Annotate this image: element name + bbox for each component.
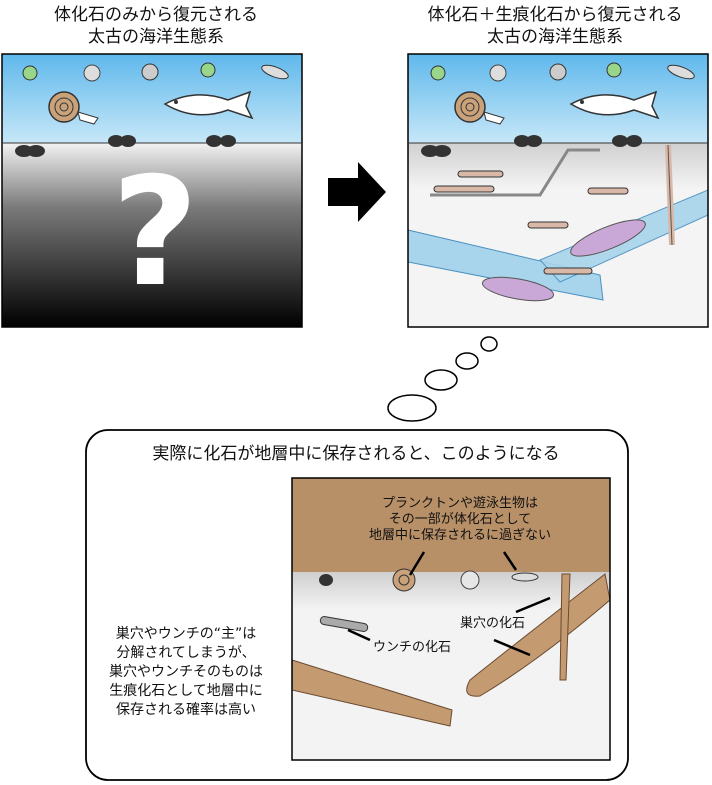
burrow-note-line: 巣穴やウンチそのものは — [109, 664, 263, 680]
plankton-note-line: プランクトンや遊泳生物は — [381, 496, 538, 511]
left-title: 体化石のみから復元される 太古の海洋生態系 — [0, 4, 312, 48]
left-title-line2: 太古の海洋生態系 — [88, 27, 224, 47]
right-title-line2: 太古の海洋生態系 — [487, 27, 623, 47]
right-title-line1: 体化石＋生痕化石から復元される — [427, 5, 683, 25]
ammonite-icon — [48, 91, 99, 125]
stratum-scene — [291, 477, 611, 761]
burrow-note-line: 分解されてしまうが、 — [116, 645, 256, 661]
plankton-icon — [430, 62, 695, 82]
plankton-note-line: その一部が体化石として — [388, 512, 532, 527]
left-title-line1: 体化石のみから復元される — [54, 5, 258, 25]
burrow-note-line: 生痕化石として地層中に — [109, 683, 263, 699]
box-heading: 実際に化石が地層中に保存されると、このようになる — [152, 444, 560, 464]
right-panel — [407, 53, 709, 328]
bivalve-icon — [15, 135, 236, 157]
burrow-note: 巣穴やウンチの“主”は 分解されてしまうが、 巣穴やウンチそのものは 生痕化石と… — [86, 625, 286, 720]
fish-icon — [163, 90, 254, 120]
ammonite-icon — [454, 91, 505, 125]
plankton-note-line: 地層中に保存されるに過ぎない — [368, 528, 551, 543]
arrow-right-icon — [328, 162, 386, 222]
worm-icon — [433, 170, 629, 275]
right-title: 体化石＋生痕化石から復元される 太古の海洋生態系 — [398, 4, 712, 48]
burrow-note-line: 保存される確率は高い — [116, 702, 256, 718]
bivalve-icon — [421, 135, 642, 157]
unknown-question-mark: ? — [111, 146, 199, 320]
fish-icon — [569, 90, 660, 120]
burrow-note-line: 巣穴やウンチの“主”は — [115, 626, 257, 642]
plankton-icon — [22, 62, 289, 82]
plankton-note: プランクトンや遊泳生物は その一部が体化石として 地層中に保存されるに過ぎない — [340, 496, 580, 544]
feces-fossil-label: ウンチの化石 — [373, 640, 452, 655]
burrow-fossil-label: 巣穴の化石 — [460, 616, 526, 631]
thought-bubbles — [387, 336, 498, 422]
left-panel — [1, 53, 303, 328]
